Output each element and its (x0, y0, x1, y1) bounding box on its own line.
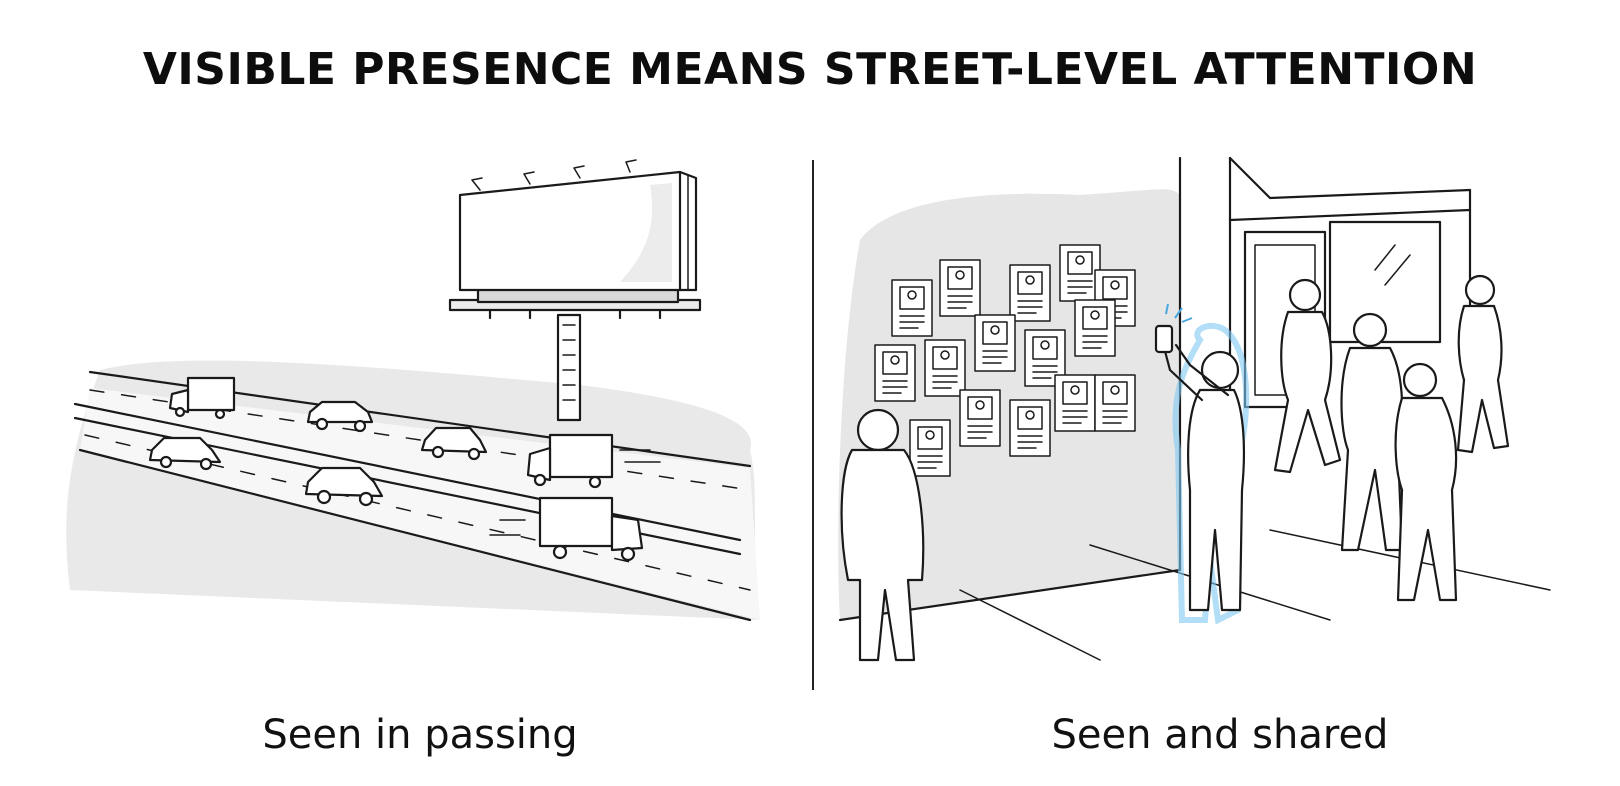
poster-icon (1074, 299, 1116, 357)
truck-icon (168, 376, 236, 420)
page-title: VISIBLE PRESENCE MEANS STREET-LEVEL ATTE… (142, 44, 1478, 95)
phone-icon (1154, 324, 1174, 354)
poster-icon (1009, 399, 1051, 457)
poster-icon (1054, 374, 1096, 432)
person-icon (1394, 362, 1458, 602)
poster-icon (924, 339, 966, 397)
caption-seen-and-shared: Seen and shared (1051, 712, 1389, 758)
poster-icon (1009, 264, 1051, 322)
billboard-icon (448, 159, 702, 422)
truck-icon (489, 496, 644, 562)
street-illustration (838, 156, 1551, 662)
caption-seen-in-passing: Seen in passing (262, 712, 578, 758)
car-icon (304, 466, 384, 507)
panel-street (830, 150, 1570, 690)
person-icon (1456, 274, 1510, 454)
highway-illustration (66, 159, 760, 622)
poster-icon (891, 279, 933, 337)
car-icon (306, 400, 374, 433)
poster-icon (874, 344, 916, 402)
poster-icon (939, 259, 981, 317)
person-icon (1273, 278, 1342, 474)
poster-icon (909, 419, 951, 477)
poster-icon (959, 389, 1001, 447)
truck-icon (526, 433, 661, 489)
person-photographing (1154, 303, 1250, 625)
panel-divider (812, 160, 814, 690)
poster-wall (874, 244, 1136, 477)
car-icon (148, 436, 222, 471)
poster-icon (974, 314, 1016, 372)
car-icon (420, 426, 488, 461)
poster-icon (1059, 244, 1101, 302)
panel-highway (60, 150, 780, 690)
person-icon (840, 408, 925, 662)
person-icon (1340, 312, 1404, 552)
poster-icon (1094, 374, 1136, 432)
